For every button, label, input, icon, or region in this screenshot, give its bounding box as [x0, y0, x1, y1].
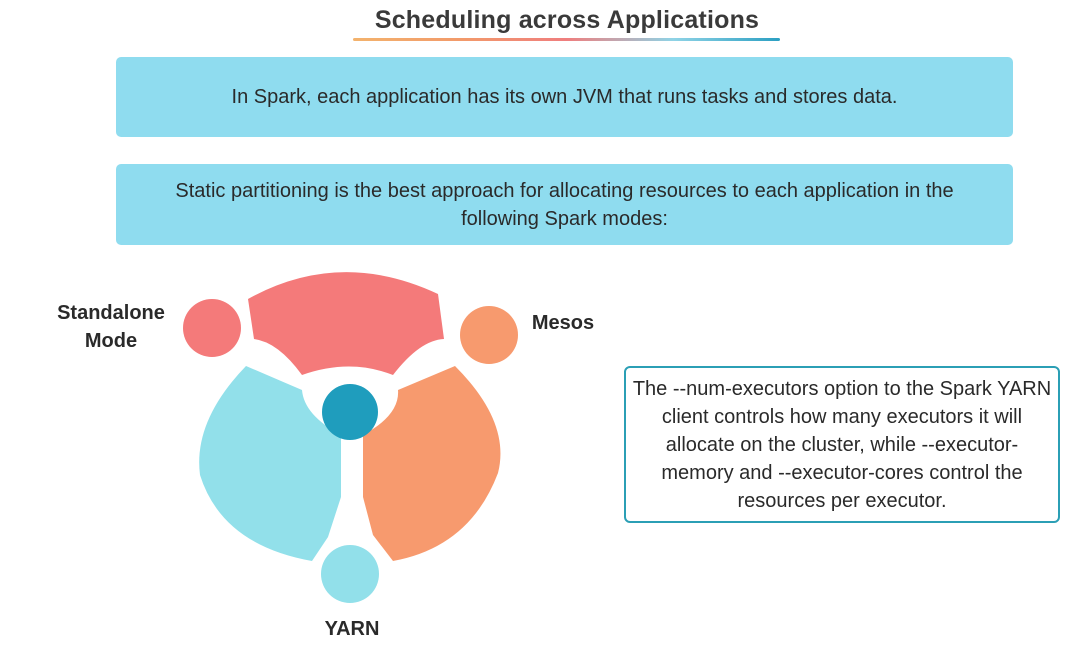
- info-box-jvm: In Spark, each application has its own J…: [116, 57, 1013, 137]
- label-mesos: Mesos: [531, 312, 595, 334]
- page-title: Scheduling across Applications: [374, 6, 760, 34]
- info-box-jvm-text: In Spark, each application has its own J…: [231, 86, 898, 108]
- title-underline: [353, 38, 780, 41]
- label-yarn: YARN: [324, 618, 380, 640]
- segment-mesos: [363, 366, 501, 561]
- info-box-static-partitioning: Static partitioning is the best approach…: [116, 164, 1013, 245]
- executor-info-box: The --num-executors option to the Spark …: [624, 366, 1060, 523]
- yarn-circle: [321, 545, 379, 603]
- executor-info-text: The --num-executors option to the Spark …: [632, 377, 1052, 512]
- mesos-circle: [460, 306, 518, 364]
- segment-yarn: [199, 366, 341, 561]
- standalone-circle: [183, 299, 241, 357]
- label-standalone-mode: Standalone Mode: [57, 302, 165, 352]
- segment-standalone: [248, 272, 444, 375]
- info-box-static-text: Static partitioning is the best approach…: [175, 179, 954, 230]
- center-hub: [322, 384, 378, 440]
